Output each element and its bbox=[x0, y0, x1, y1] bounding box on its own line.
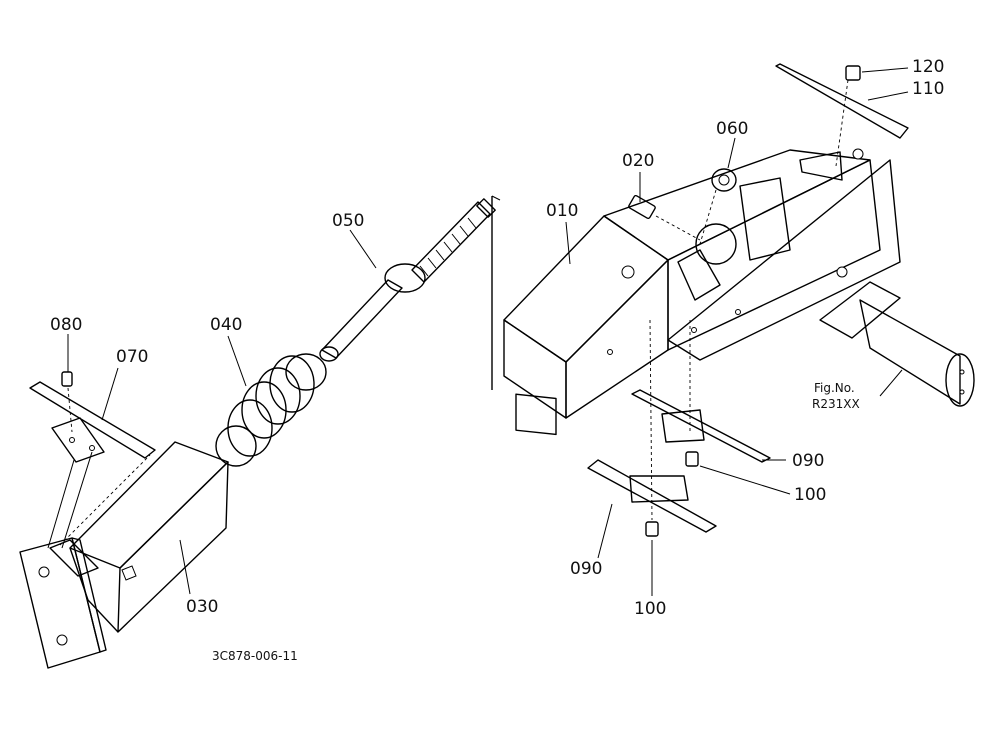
part-120-bolt bbox=[845, 65, 861, 81]
callout-120: 120 bbox=[912, 57, 944, 77]
callout-010: 010 bbox=[546, 201, 578, 221]
callout-080: 080 bbox=[50, 315, 82, 335]
shaft-boss-reference bbox=[819, 281, 975, 407]
part-080-grease-fitting bbox=[61, 371, 73, 433]
callout-070: 070 bbox=[116, 347, 148, 367]
part-020-bolt bbox=[628, 194, 701, 241]
assembly-axis-line bbox=[491, 195, 501, 390]
part-100-bolt-lower bbox=[645, 521, 659, 537]
figure-reference: Fig.No. R231XX bbox=[812, 381, 860, 411]
callout-020: 020 bbox=[622, 151, 654, 171]
callout-100-lower: 100 bbox=[634, 599, 666, 619]
fig-no-label: Fig.No. bbox=[814, 381, 855, 395]
part-010-main-frame bbox=[503, 148, 901, 436]
leader-lines bbox=[67, 67, 909, 596]
drawing-number: 3C878-006-11 bbox=[212, 649, 298, 663]
part-070-rod-plate bbox=[29, 381, 156, 577]
callout-040: 040 bbox=[210, 315, 242, 335]
part-050-threaded-rod bbox=[319, 198, 496, 362]
callout-090-upper: 090 bbox=[792, 451, 824, 471]
callout-050: 050 bbox=[332, 211, 364, 231]
callout-110: 110 bbox=[912, 79, 944, 99]
part-060-nut bbox=[699, 168, 737, 245]
part-090-lower-bracket bbox=[587, 319, 717, 533]
callout-030: 030 bbox=[186, 597, 218, 617]
callout-100-upper: 100 bbox=[794, 485, 826, 505]
part-090-upper-bracket bbox=[631, 320, 771, 463]
callout-labels: 010 020 030 040 050 060 070 080 090 090 … bbox=[50, 57, 944, 619]
callout-060: 060 bbox=[716, 119, 748, 139]
part-110-top-plate bbox=[775, 63, 909, 181]
callout-090-lower: 090 bbox=[570, 559, 602, 579]
part-030-bracket bbox=[19, 441, 229, 669]
fig-no-value: R231XX bbox=[812, 397, 860, 411]
part-100-bolt-upper bbox=[685, 451, 699, 467]
part-040-spring bbox=[215, 353, 327, 467]
